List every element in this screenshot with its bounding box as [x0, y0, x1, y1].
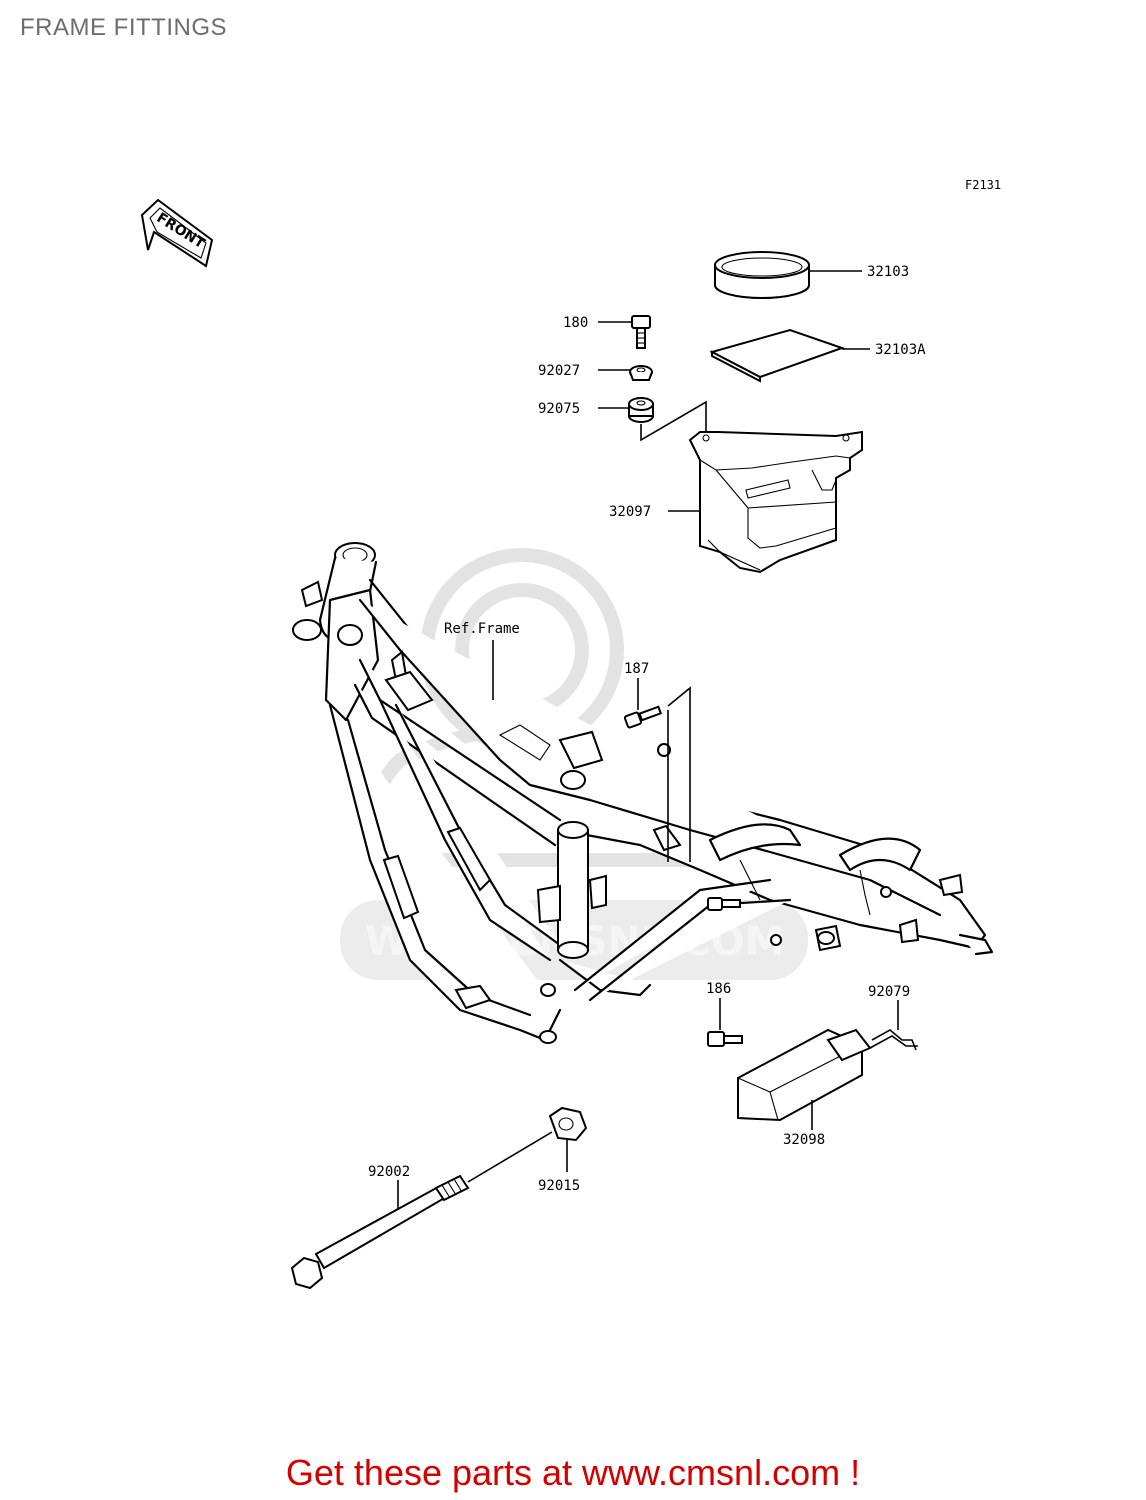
reference-label: Ref.Frame: [444, 621, 520, 637]
bolt-187: [623, 705, 663, 729]
battery-pad: [709, 328, 846, 383]
part-label-32098: 32098: [783, 1132, 825, 1148]
part-label-32097: 32097: [609, 504, 651, 520]
part-label-92027: 92027: [538, 363, 580, 379]
part-label-186: 186: [706, 981, 731, 997]
part-label-187: 187: [624, 661, 649, 677]
bolt-180: [631, 315, 651, 349]
part-label-92002: 92002: [368, 1164, 410, 1180]
part-label-32103: 32103: [867, 264, 909, 280]
battery-case: [688, 430, 863, 574]
electrical-box: [737, 1028, 872, 1122]
battery-band: [714, 251, 810, 299]
washer-92027: [629, 365, 653, 381]
clip-92079: [869, 1029, 918, 1051]
long-bolt-92002: [290, 1174, 470, 1290]
footer-link[interactable]: Get these parts at www.cmsnl.com !: [285, 1452, 861, 1493]
motorcycle-frame: [292, 542, 994, 1044]
bolt-186: [707, 1031, 743, 1047]
page-title: FRAME FITTINGS: [20, 14, 227, 41]
part-label-92015: 92015: [538, 1178, 580, 1194]
diagram-code: F2131: [965, 178, 1002, 192]
grommet-92075: [628, 397, 654, 423]
nut-92015: [548, 1106, 588, 1142]
part-label-180: 180: [563, 315, 588, 331]
part-label-92075: 92075: [538, 401, 580, 417]
bolt-mount: [707, 897, 741, 911]
part-label-32103A: 32103A: [875, 342, 926, 358]
part-label-92079: 92079: [868, 984, 910, 1000]
front-arrow-icon: FRONT: [140, 198, 214, 268]
